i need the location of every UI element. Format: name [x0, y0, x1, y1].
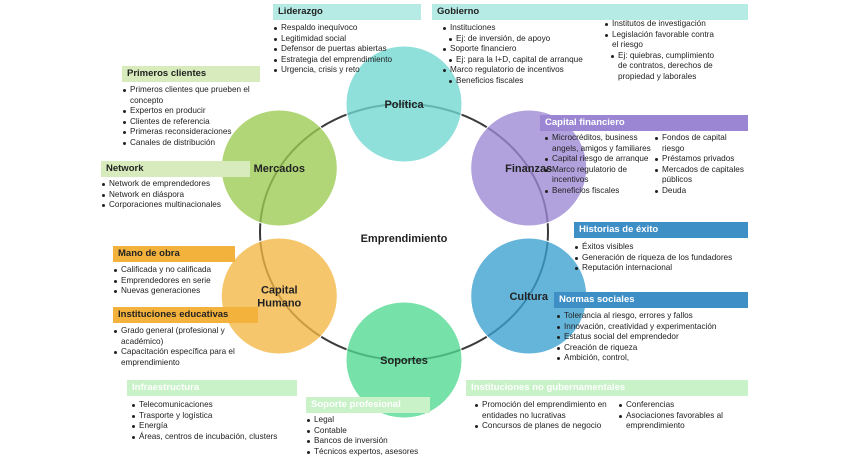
gobierno-subitem: Ej: para la I+D, capital de arranque — [442, 55, 583, 66]
list-item: Asociaciones favorables al emprendimient… — [618, 411, 744, 432]
circle-5 — [220, 237, 338, 355]
circle-label: Mercados — [254, 163, 305, 175]
list-item: Energía — [131, 421, 277, 432]
gobierno-item: Institutos de investigación — [604, 19, 722, 30]
center-label: Emprendimiento — [361, 233, 448, 245]
circle-4 — [345, 301, 463, 419]
soporte-profesional-header: Soporte profesional — [306, 397, 430, 413]
circle-label: Cultura — [509, 291, 548, 303]
capital-financiero-left-list: Microcréditos, business angels, amigos y… — [544, 133, 654, 197]
list-item: Reputación internacional — [574, 263, 734, 274]
list-item: Conferencias — [618, 400, 744, 411]
capital-financiero-header: Capital financiero — [540, 115, 748, 131]
list-item: Bancos de inversión — [306, 436, 418, 447]
list-item: Urgencia, crisis y reto — [273, 65, 392, 76]
list-item: Fondos de capital riesgo — [654, 133, 750, 154]
gobierno-item: Soporte financiero — [442, 44, 583, 55]
instituciones-educativas-header: Instituciones educativas — [113, 307, 258, 323]
list-item: Expertos en producir — [122, 106, 260, 117]
list-item: Tolerancia al riesgo, errores y fallos — [556, 311, 716, 322]
list-item: Primeros clientes que prueben el concept… — [122, 85, 260, 106]
list-item: Trasporte y logística — [131, 411, 277, 422]
list-item: Network en diáspora — [101, 190, 221, 201]
mano-obra-header: Mano de obra — [113, 246, 235, 262]
list-item: Áreas, centros de incubación, clusters — [131, 432, 277, 443]
gobierno-right-list: Institutos de investigación Legislación … — [604, 19, 722, 83]
gobierno-item: Instituciones — [442, 23, 583, 34]
primeros-clientes-header: Primeros clientes — [122, 66, 260, 82]
normas-sociales-header: Normas sociales — [554, 292, 748, 308]
list-item: Concursos de planes de negocio — [474, 421, 616, 432]
list-item: Telecomunicaciones — [131, 400, 277, 411]
gobierno-item: Legislación favorable contra el riesgo — [604, 30, 722, 51]
list-item: Emprendedores en serie — [113, 276, 211, 287]
list-item: Network de emprendedores — [101, 179, 221, 190]
circle-1 — [345, 45, 463, 163]
list-item: Contable — [306, 426, 418, 437]
list-item: Clientes de referencia — [122, 117, 260, 128]
instituciones-educativas-list: Grado general (profesional y académico)C… — [113, 326, 258, 368]
primeros-clientes-list: Primeros clientes que prueben el concept… — [122, 85, 260, 149]
list-item: Beneficios fiscales — [544, 186, 654, 197]
list-item: Innovación, creatividad y experimentació… — [556, 322, 716, 333]
gobierno-subitem: Ej: quiebras, cumplimiento de contratos,… — [604, 51, 722, 83]
list-item: Canales de distribución — [122, 138, 260, 149]
infraestructura-header: Infraestructura — [127, 380, 297, 396]
gobierno-item: Marco regulatorio de incentivos — [442, 65, 583, 76]
list-item: Estatus social del emprendedor — [556, 332, 716, 343]
list-item: Estrategia del emprendimiento — [273, 55, 392, 66]
ong-left-list: Promoción del emprendimiento en entidade… — [474, 400, 616, 432]
gobierno-subitem: Beneficios fiscales — [442, 76, 583, 87]
list-item: Ambición, control, — [556, 353, 716, 364]
list-item: Generación de riqueza de los fundadores — [574, 253, 734, 264]
list-item: Primeras reconsideraciones — [122, 127, 260, 138]
gobierno-header: Gobierno — [432, 4, 748, 20]
list-item: Capital riesgo de arranque — [544, 154, 654, 165]
list-item: Grado general (profesional y académico) — [113, 326, 258, 347]
list-item: Legitimidad social — [273, 34, 392, 45]
ong-header: Instituciones no gubernamentales — [466, 380, 748, 396]
liderazgo-header: Liderazgo — [273, 4, 421, 20]
gobierno-subitem: Ej: de inversión, de apoyo — [442, 34, 583, 45]
gobierno-left-list: Instituciones Ej: de inversión, de apoyo… — [442, 23, 583, 87]
list-item: Promoción del emprendimiento en entidade… — [474, 400, 616, 421]
list-item: Deuda — [654, 186, 750, 197]
network-header: Network — [101, 161, 250, 177]
list-item: Corporaciones multinacionales — [101, 200, 221, 211]
circle-label: Soportes — [380, 355, 428, 367]
list-item: Microcréditos, business angels, amigos y… — [544, 133, 654, 154]
circle-label: Finanzas — [505, 163, 552, 175]
list-item: Respaldo inequívoco — [273, 23, 392, 34]
list-item: Mercados de capitales públicos — [654, 165, 750, 186]
list-item: Capacitación específica para el emprendi… — [113, 347, 258, 368]
list-item: Defensor de puertas abiertas — [273, 44, 392, 55]
list-item: Préstamos privados — [654, 154, 750, 165]
list-item: Creación de riqueza — [556, 343, 716, 354]
list-item: Legal — [306, 415, 418, 426]
list-item: Calificada y no calificada — [113, 265, 211, 276]
list-item: Técnicos expertos, asesores — [306, 447, 418, 458]
list-item: Marco regulatorio de incentivos — [544, 165, 654, 186]
circle-2 — [470, 109, 588, 227]
list-item: Éxitos visibles — [574, 242, 734, 253]
historias-exito-header: Historias de éxito — [574, 222, 748, 238]
list-item: Nuevas generaciones — [113, 286, 211, 297]
circle-label: Política — [384, 99, 424, 111]
